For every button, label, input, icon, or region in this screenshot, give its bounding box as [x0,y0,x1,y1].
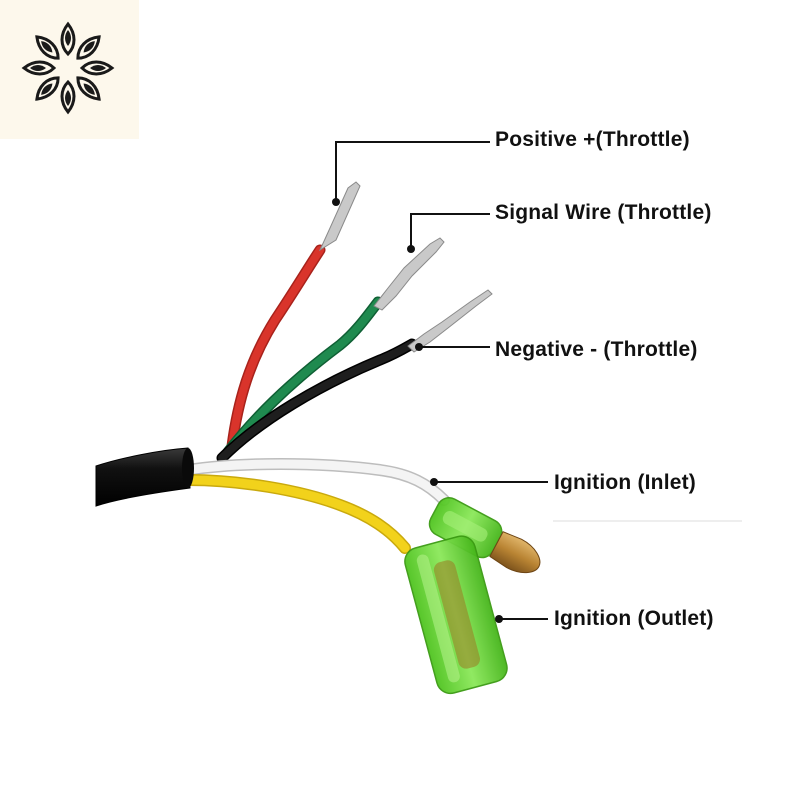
inlet-wire [182,458,450,506]
flower-petals-icon [21,21,115,115]
negative-throttle-label: Negative - (Throttle) [495,338,698,361]
positive-wire [226,181,361,452]
negative-wire [216,289,493,464]
outlet-connector [404,535,508,695]
callout-positive-leader [332,141,490,206]
negative-pin [407,289,493,353]
callout-inlet-leader [430,478,548,486]
callout-signal-leader [407,213,490,253]
logo [0,0,139,139]
outlet-wire [182,474,411,554]
signal-pin [373,237,445,311]
callout-outlet-leader [495,615,548,623]
ignition-outlet-label: Ignition (Outlet) [554,607,714,630]
inlet-connector [428,497,541,574]
positive-pin [318,181,361,252]
ignition-inlet-label: Ignition (Inlet) [554,471,696,494]
signal-wire [222,237,445,458]
signal-wire-throttle-label: Signal Wire (Throttle) [495,201,712,224]
positive-throttle-label: Positive +(Throttle) [495,128,690,151]
callout-negative-leader [415,343,490,351]
cable-sheath [95,447,194,507]
